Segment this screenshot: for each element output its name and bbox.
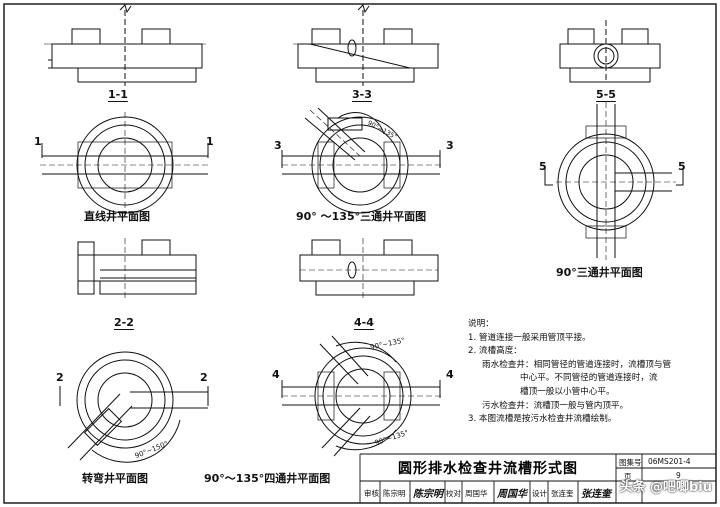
atlas-number: 06MS201-4 bbox=[648, 457, 691, 466]
caption-tee-90: 90°三通井平面图 bbox=[556, 266, 643, 279]
review-label: 审核 bbox=[364, 489, 379, 498]
caption-cross-135: 90°～135°四通井平面图 bbox=[204, 472, 331, 485]
plan-cross-135 bbox=[281, 335, 442, 457]
section-3-3 bbox=[293, 4, 440, 86]
section-5-5 bbox=[559, 20, 661, 83]
section-4-4 bbox=[299, 238, 439, 300]
caption-straight-well: 直线井平面图 bbox=[84, 210, 150, 223]
note-3: 3. 本图流槽是按污水检查井流槽绘制。 bbox=[468, 414, 617, 425]
cut-marker-1-right: 1 bbox=[206, 135, 214, 148]
check-signature: 周国华 bbox=[497, 489, 527, 500]
note-2b: 中心平。不同管径的管道连接时，流 bbox=[520, 373, 658, 384]
drawing-title: 圆形排水检查井流槽形式图 bbox=[398, 461, 578, 477]
note-1: 1. 管道连接一般采用管顶平接。 bbox=[468, 332, 591, 343]
plan-tee-135 bbox=[281, 107, 442, 214]
review-name: 陈宗明 bbox=[383, 489, 406, 498]
note-2: 2. 流槽高度： bbox=[468, 346, 522, 357]
plan-bend bbox=[59, 351, 209, 463]
check-label: 校对 bbox=[446, 489, 461, 498]
section-1-1 bbox=[44, 4, 206, 86]
section-2-2 bbox=[77, 238, 197, 300]
section-label-5-5: 5-5 bbox=[596, 88, 616, 101]
plan-straight-well bbox=[40, 112, 210, 218]
cut-marker-5-left: 5 bbox=[539, 160, 547, 173]
cut-marker-4-left: 4 bbox=[272, 368, 280, 381]
design-signature: 张连奎 bbox=[581, 489, 611, 500]
page-number: 9 bbox=[676, 471, 681, 480]
caption-tee-135: 90° ～135°三通井平面图 bbox=[296, 210, 427, 223]
atlas-label: 图集号 bbox=[619, 458, 642, 467]
design-label: 设计 bbox=[532, 489, 547, 498]
section-label-2-2: 2-2 bbox=[114, 316, 134, 329]
check-name: 周国华 bbox=[465, 489, 488, 498]
title-block bbox=[359, 453, 716, 503]
page-label: 页 bbox=[624, 472, 632, 481]
section-label-3-3: 3-3 bbox=[352, 88, 372, 101]
cut-marker-2-right: 2 bbox=[200, 371, 208, 384]
note-2c: 槽顶一般以小管中心平。 bbox=[520, 386, 615, 397]
cut-marker-3-right: 3 bbox=[446, 139, 454, 152]
plan-tee-90 bbox=[544, 102, 684, 260]
design-name: 张连奎 bbox=[551, 489, 574, 498]
note-2d: 污水检查井：流槽顶一般与管内顶平。 bbox=[482, 400, 629, 411]
cut-marker-3-left: 3 bbox=[274, 139, 282, 152]
caption-bend-well: 转弯井平面图 bbox=[82, 472, 148, 485]
review-signature: 陈宗明 bbox=[413, 489, 443, 500]
section-label-4-4: 4-4 bbox=[354, 316, 374, 329]
cut-marker-1-left: 1 bbox=[34, 135, 42, 148]
section-label-1-1: 1-1 bbox=[108, 88, 128, 101]
notes-block: 说明： 1. 管道连接一般采用管顶平接。 2. 流槽高度： 雨水检查井：相同管径… bbox=[468, 318, 713, 427]
cut-marker-4-right: 4 bbox=[446, 368, 454, 381]
cut-marker-2-left: 2 bbox=[56, 371, 64, 384]
note-2a: 雨水检查井：相同管径的管道连接时，流槽顶与管 bbox=[482, 359, 672, 370]
watermark: 头条 @吧唧biu bbox=[619, 480, 712, 495]
cut-marker-5-right: 5 bbox=[678, 160, 686, 173]
notes-heading: 说明： bbox=[468, 319, 494, 329]
